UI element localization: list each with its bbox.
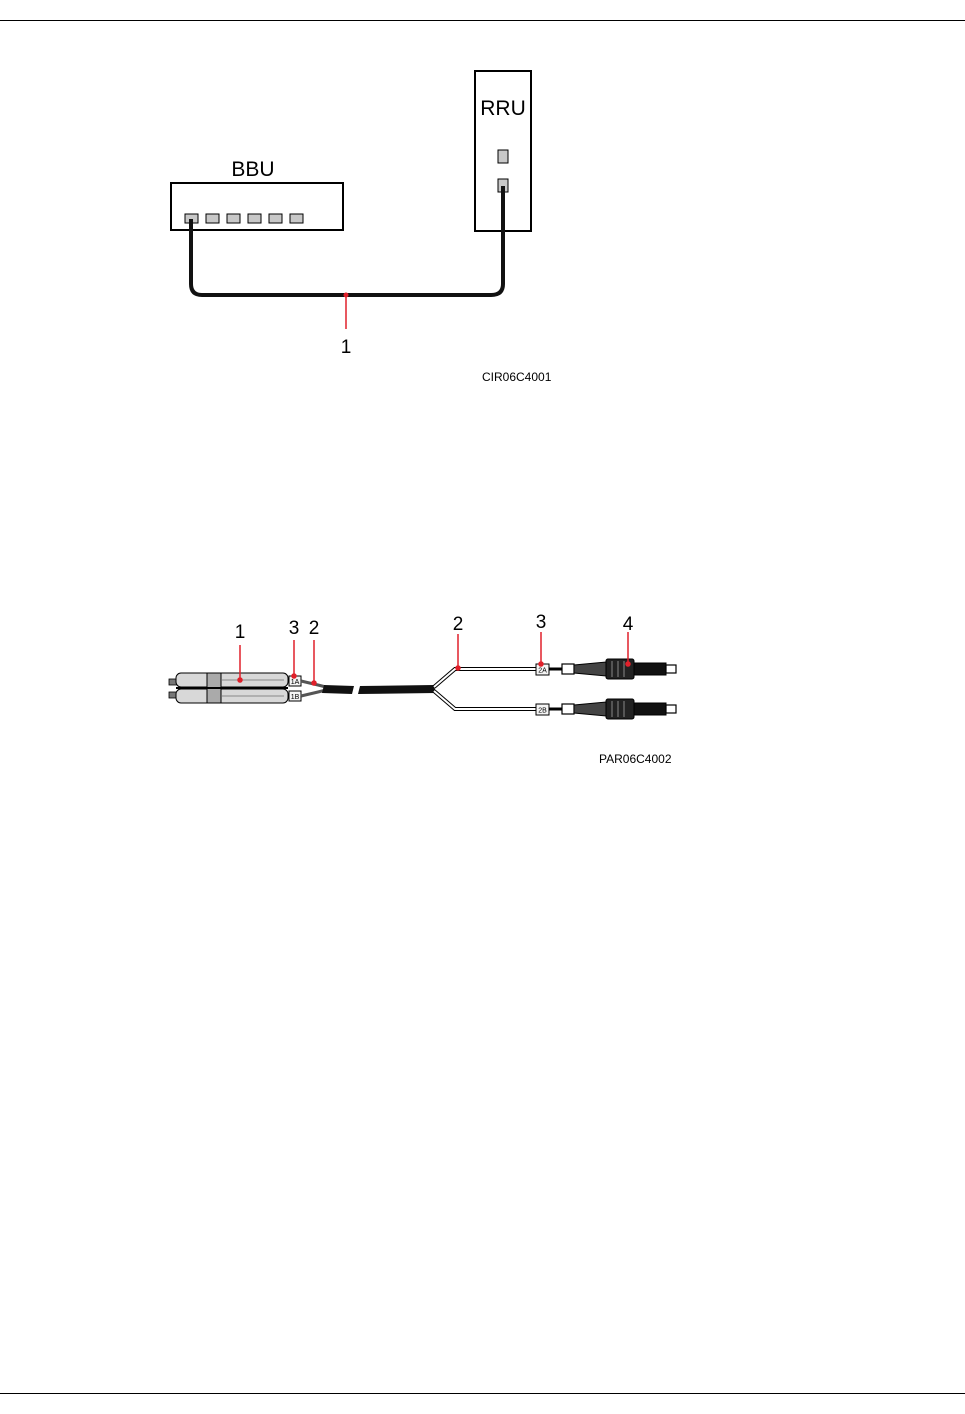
header-rule <box>0 20 965 21</box>
callout-number-b: 3 <box>289 618 300 639</box>
bbu-port-6 <box>290 214 303 223</box>
bbu-rru-connection-diagram: BBU RRU 1 CIR06C4001 <box>0 40 965 400</box>
figure-id-2: PAR06C4002 <box>599 752 672 766</box>
branch-lower <box>434 691 536 709</box>
footer-rule <box>0 1393 965 1394</box>
rru-label: RRU <box>480 97 526 120</box>
rru-port-1 <box>498 150 508 163</box>
label-tag-1a-text: 1A <box>291 679 300 686</box>
bbu-label: BBU <box>231 158 274 181</box>
callout-number-f: 4 <box>623 614 634 635</box>
bbu-port-5 <box>269 214 282 223</box>
trunk-cable-right <box>358 685 436 694</box>
callout-dot-1 <box>344 293 349 298</box>
label-tag-1b-text: 1B <box>291 694 300 701</box>
bbu-port-3 <box>227 214 240 223</box>
bbu-port-2 <box>206 214 219 223</box>
figure-id-1: CIR06C4001 <box>482 370 552 384</box>
label-tag-2a-text: 2A <box>538 668 547 675</box>
fc-connector-upper <box>562 659 676 679</box>
trunk-cable-left <box>322 685 354 694</box>
callout-number-a: 1 <box>235 622 246 643</box>
fc-connector-lower <box>562 699 676 719</box>
fiber-optic-cable-diagram: 1A 1B 2A 2B <box>0 590 965 790</box>
bbu-port-4 <box>248 214 261 223</box>
callout-number-c: 2 <box>309 618 320 639</box>
callout-number-d: 2 <box>453 614 464 635</box>
callout-number-1: 1 <box>341 337 352 358</box>
label-tag-2b-text: 2B <box>538 708 547 715</box>
branch-upper <box>434 669 536 687</box>
callout-number-e: 3 <box>536 612 547 633</box>
